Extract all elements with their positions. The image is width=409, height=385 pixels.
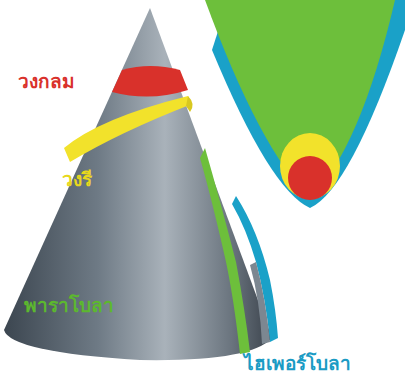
ellipse-section-back <box>186 96 193 112</box>
parabola-label: พาราโบลา <box>24 294 114 317</box>
circle-inset <box>288 156 332 200</box>
ellipse-label: วงรี <box>62 168 92 191</box>
hyperbola-label: ไฮเพอร์โบลา <box>244 352 351 375</box>
hyperbola-cut-piece <box>250 262 270 344</box>
circle-label: วงกลม <box>18 70 75 93</box>
ellipse-section <box>64 96 192 162</box>
ellipse-inset <box>280 133 340 199</box>
circle-section <box>112 66 188 97</box>
parabola-section <box>200 148 250 354</box>
